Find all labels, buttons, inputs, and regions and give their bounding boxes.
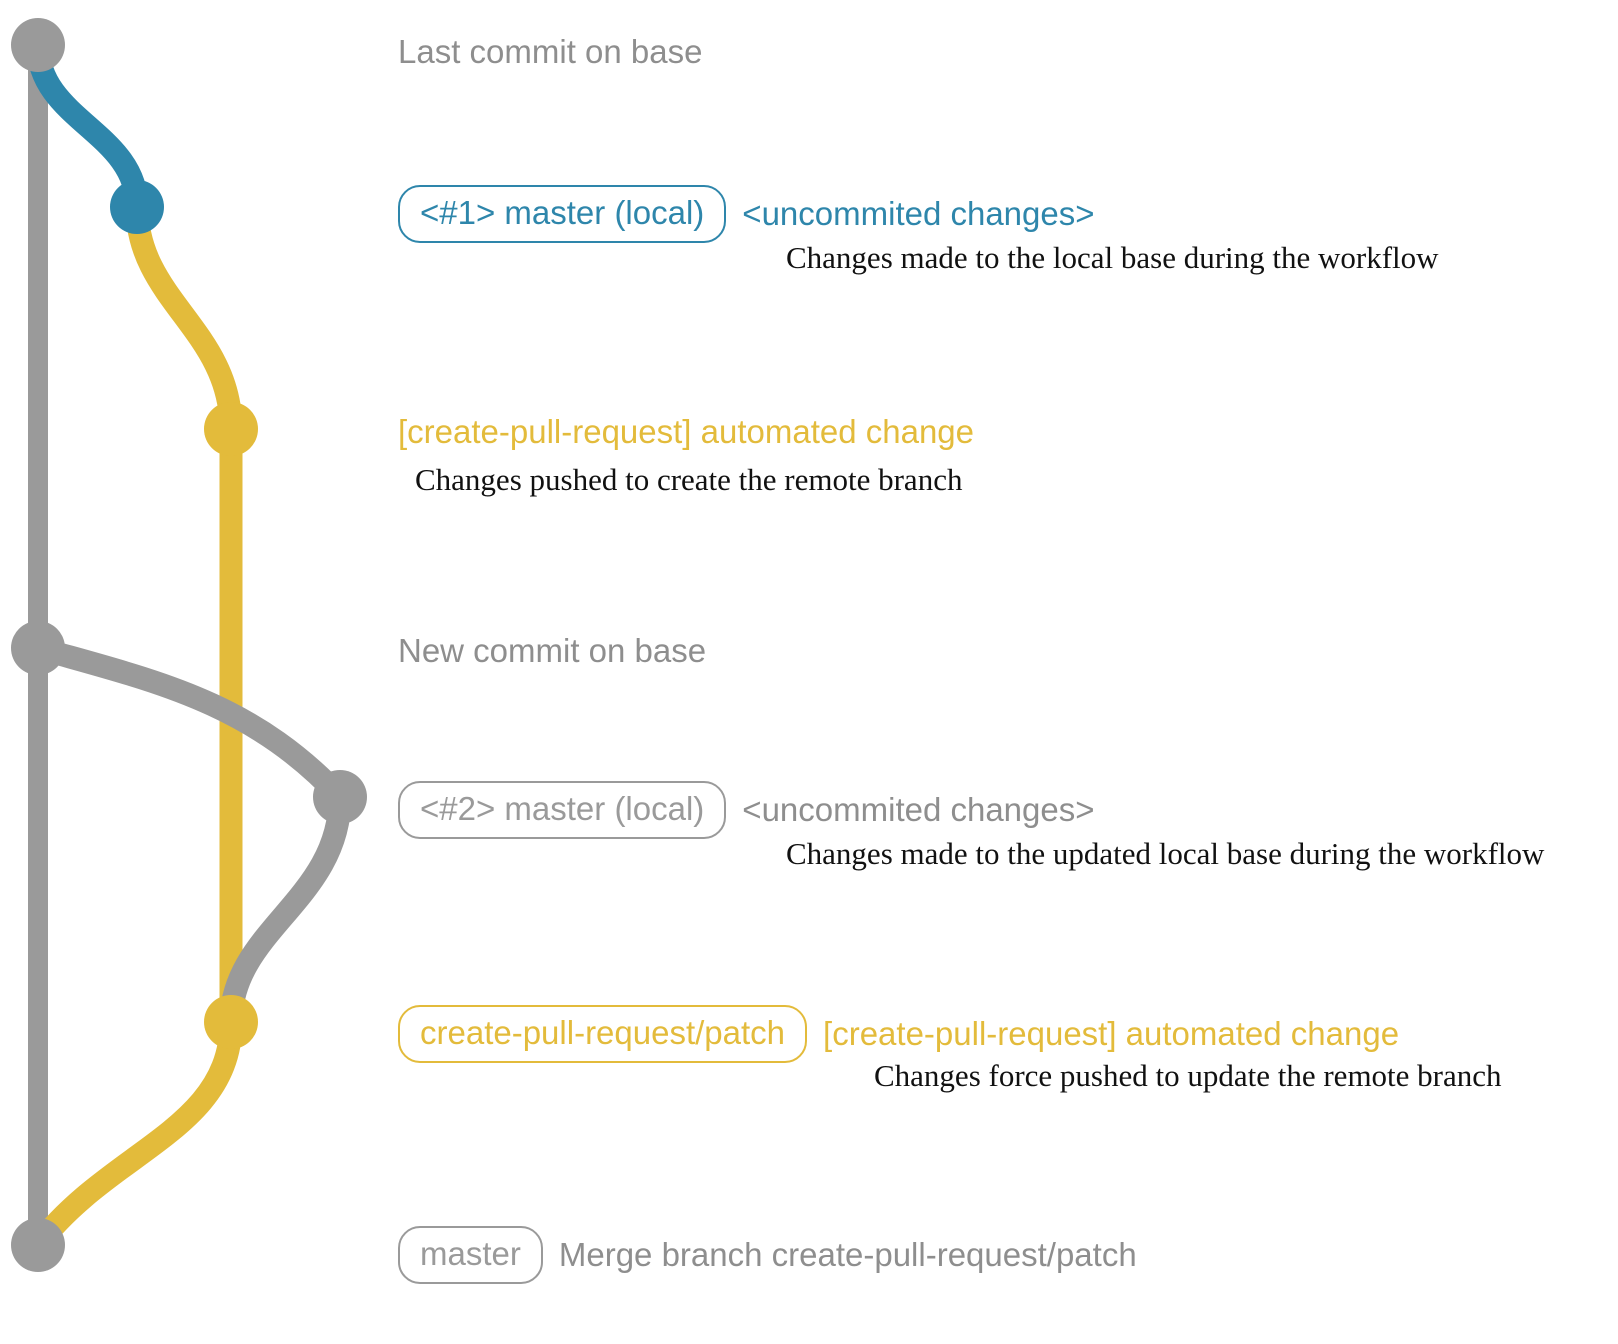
ref-badge-master-local-1[interactable]: <#1> master (local) (398, 185, 727, 243)
node-last-commit-on-base[interactable] (11, 18, 65, 72)
edge-remote2-to-merge (26, 1010, 243, 1257)
git-commit-graph (11, 18, 367, 1272)
edge-base-to-local2 (26, 636, 352, 809)
row-automated-change-2: create-pull-request/patch [create-pull-r… (398, 1005, 1399, 1063)
row-master-local-2-description: Changes made to the updated local base d… (786, 836, 1545, 871)
commit-message: [create-pull-request] automated change (823, 1015, 1400, 1052)
row-master-local-1-description: Changes made to the local base during th… (786, 240, 1439, 275)
row-automated-change-1-description: Changes pushed to create the remote bran… (415, 462, 963, 497)
commit-message: <uncommited changes> (742, 791, 1095, 828)
ref-badge-master[interactable]: master (398, 1226, 543, 1284)
node-master-local-2[interactable] (313, 770, 367, 824)
commit-message: <uncommited changes> (742, 195, 1095, 232)
badge-row: create-pull-request/patch [create-pull-r… (398, 1005, 1399, 1063)
row-automated-change-2-description: Changes force pushed to update the remot… (874, 1058, 1502, 1093)
edge-base-to-local1 (26, 33, 149, 219)
commit-message: Merge branch create-pull-request/patch (558, 1236, 1137, 1273)
row-master-local-2: <#2> master (local) <uncommited changes> (398, 781, 1095, 839)
node-automated-change-1[interactable] (204, 402, 258, 456)
ref-badge-create-pull-request-patch[interactable]: create-pull-request/patch (398, 1005, 808, 1063)
commit-message: Last commit on base (398, 33, 703, 70)
row-merge-commit: master Merge branch create-pull-request/… (398, 1226, 1137, 1284)
badge-row: master Merge branch create-pull-request/… (398, 1226, 1137, 1284)
row-new-commit-on-base: New commit on base (398, 631, 706, 671)
badge-row: <#2> master (local) <uncommited changes> (398, 781, 1095, 839)
node-automated-change-2[interactable] (204, 995, 258, 1049)
commit-message: [create-pull-request] automated change (398, 413, 975, 450)
row-automated-change-1: [create-pull-request] automated change (398, 412, 974, 452)
edge-local1-to-remote1 (125, 195, 243, 441)
node-merge-commit-master[interactable] (11, 1218, 65, 1272)
commit-message: New commit on base (398, 632, 707, 669)
node-new-commit-on-base[interactable] (11, 621, 65, 675)
row-last-commit-on-base: Last commit on base (398, 32, 702, 72)
edge-local2-to-remote2 (219, 785, 352, 1034)
ref-badge-master-local-2[interactable]: <#2> master (local) (398, 781, 727, 839)
node-master-local-1[interactable] (110, 180, 164, 234)
badge-row: <#1> master (local) <uncommited changes> (398, 185, 1095, 243)
row-master-local-1: <#1> master (local) <uncommited changes> (398, 185, 1095, 243)
